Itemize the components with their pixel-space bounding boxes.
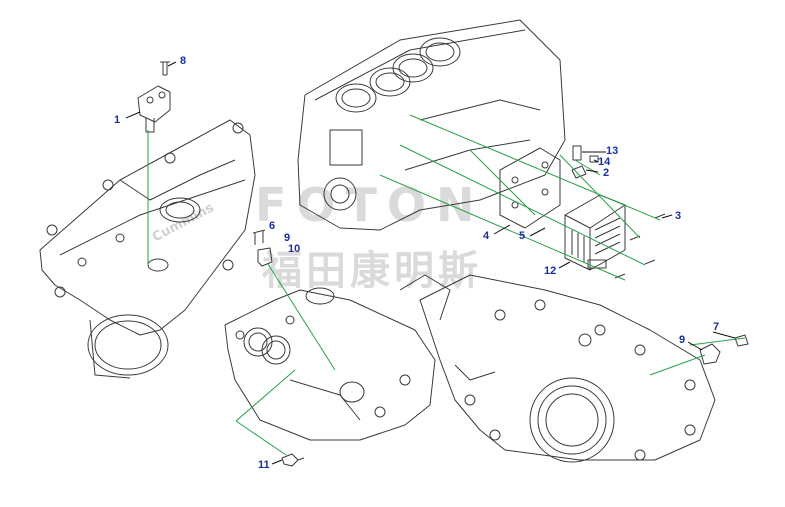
screws-part-3 bbox=[614, 213, 666, 279]
sensor-part-6-9-10 bbox=[252, 229, 273, 267]
callout-10[interactable]: 10 bbox=[288, 243, 301, 255]
intake-manifold bbox=[39, 119, 256, 379]
callout-3[interactable]: 3 bbox=[675, 210, 682, 222]
callout-12[interactable]: 12 bbox=[544, 265, 557, 277]
bolt-part-8 bbox=[160, 61, 170, 76]
callout-4[interactable]: 4 bbox=[483, 230, 490, 242]
callout-2[interactable]: 2 bbox=[603, 167, 610, 179]
callout-9-left[interactable]: 9 bbox=[284, 232, 291, 244]
callout-9-right[interactable]: 9 bbox=[679, 334, 686, 346]
cylinder-head bbox=[224, 287, 436, 441]
watermark-latin: FOTON bbox=[255, 178, 485, 232]
sensor-part-1 bbox=[137, 85, 171, 133]
gear-housing bbox=[399, 274, 716, 463]
sensor-part-7-9-right bbox=[699, 334, 749, 365]
callout-13[interactable]: 13 bbox=[606, 145, 619, 157]
callout-6[interactable]: 6 bbox=[269, 220, 276, 232]
ecm-bracket bbox=[499, 147, 561, 229]
callout-leaders bbox=[125, 61, 736, 465]
callout-1[interactable]: 1 bbox=[114, 114, 121, 126]
assembly-lines bbox=[147, 114, 746, 456]
callout-8[interactable]: 8 bbox=[180, 55, 187, 67]
sensor-part-11 bbox=[281, 453, 305, 467]
parts-13-14-2 bbox=[571, 145, 599, 179]
callout-14[interactable]: 14 bbox=[598, 156, 611, 168]
watermark-chinese: 福田康明斯 bbox=[262, 248, 482, 294]
callout-11[interactable]: 11 bbox=[258, 459, 270, 471]
callout-7[interactable]: 7 bbox=[713, 321, 720, 333]
engine-block bbox=[297, 19, 566, 231]
ecm-module bbox=[564, 194, 626, 271]
callout-5[interactable]: 5 bbox=[519, 230, 526, 242]
